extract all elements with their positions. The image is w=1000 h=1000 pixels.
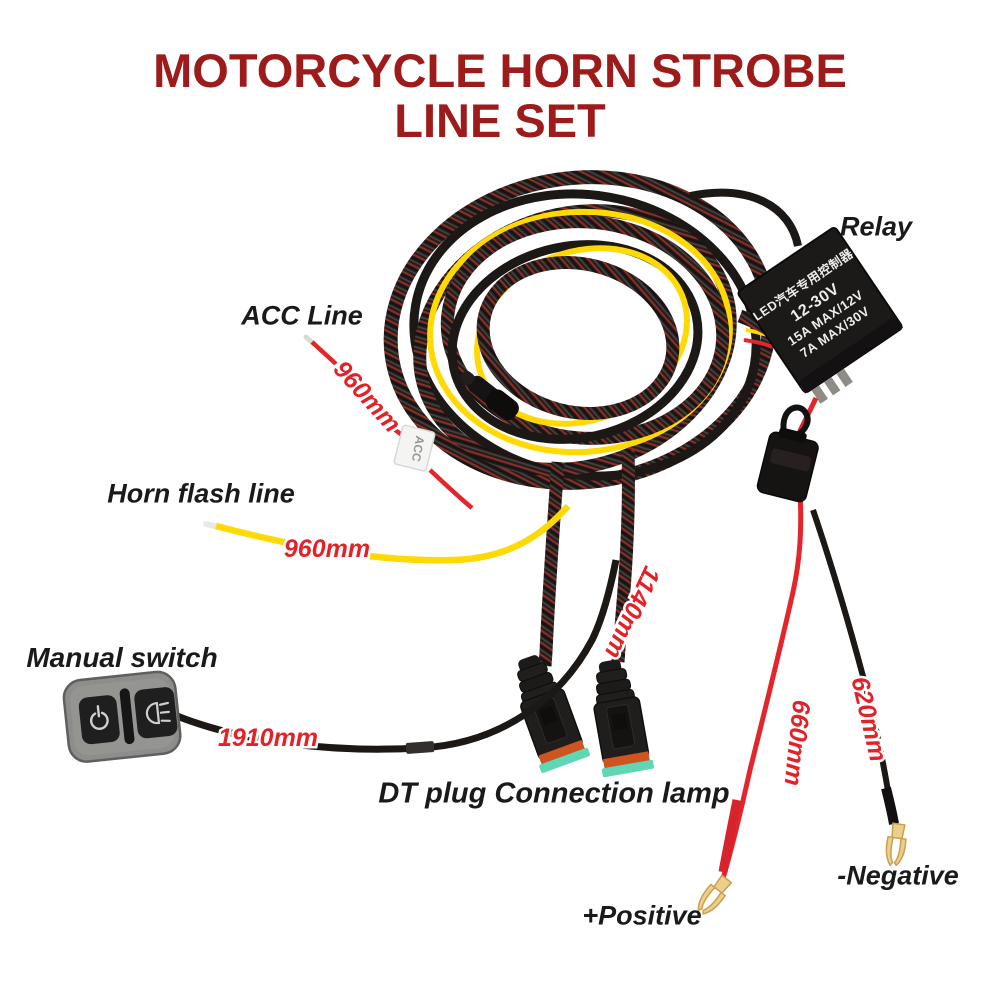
switch-wire xyxy=(170,559,620,754)
horn-flash-line-label: Horn flash line xyxy=(107,478,295,509)
fuse-holder-loop xyxy=(780,404,811,438)
relay-label: Relay xyxy=(839,211,913,242)
headlight-button xyxy=(134,687,178,739)
negative-label: -Negative xyxy=(837,860,959,891)
positive-fork-terminal xyxy=(697,874,733,915)
inline-connector xyxy=(460,370,519,421)
negative-wire-length: 620mm xyxy=(845,674,892,764)
negative-fork-terminal xyxy=(885,822,907,867)
dt-plug-label: DT plug Connection lamp xyxy=(378,777,730,810)
cable-tag xyxy=(405,741,435,754)
headlight-beam-icon xyxy=(145,701,171,725)
dt-plug-right xyxy=(593,659,654,778)
acc-tag: ACC xyxy=(393,424,436,472)
positive-wire-length: 660mm xyxy=(779,699,816,788)
horn-flash-length: 960mm xyxy=(284,535,370,563)
power-icon xyxy=(90,705,109,730)
relay-module: LED汽车专用控制器 12-30V 15A MAX/12V 7A MAX/30V xyxy=(737,226,904,404)
heat-shrink-sleeve xyxy=(881,786,899,825)
acc-tag-text: ACC xyxy=(409,435,427,463)
plug-seal-band xyxy=(538,739,586,766)
power-button xyxy=(78,695,120,745)
switch-divider xyxy=(119,688,135,745)
negative-wire xyxy=(810,509,899,825)
plug-seal-band xyxy=(602,751,651,771)
relay-pin xyxy=(823,377,841,396)
positive-label: +Positive xyxy=(582,900,702,931)
page-title: MOTORCYCLE HORN STROBE LINE SET xyxy=(0,46,1000,146)
cable-coil xyxy=(383,170,777,490)
lamp-cables xyxy=(538,449,635,667)
heat-shrink-sleeve xyxy=(718,799,742,873)
fuse-holder xyxy=(756,404,819,503)
plug-wedge-lock xyxy=(601,759,654,778)
manual-switch xyxy=(62,670,182,763)
acc-line-label: ACC Line xyxy=(241,300,363,331)
acc-wire: ACC xyxy=(303,334,474,510)
horn-flash-wire xyxy=(203,503,571,564)
relay-pin xyxy=(811,385,828,404)
plug-wedge-lock xyxy=(539,747,591,773)
switch-wire-length: 1910mm xyxy=(218,724,318,752)
title-line-1: MOTORCYCLE HORN STROBE xyxy=(153,44,847,97)
title-line-2: LINE SET xyxy=(394,94,606,147)
relay-pin xyxy=(836,368,853,387)
manual-switch-label: Manual switch xyxy=(26,642,218,673)
